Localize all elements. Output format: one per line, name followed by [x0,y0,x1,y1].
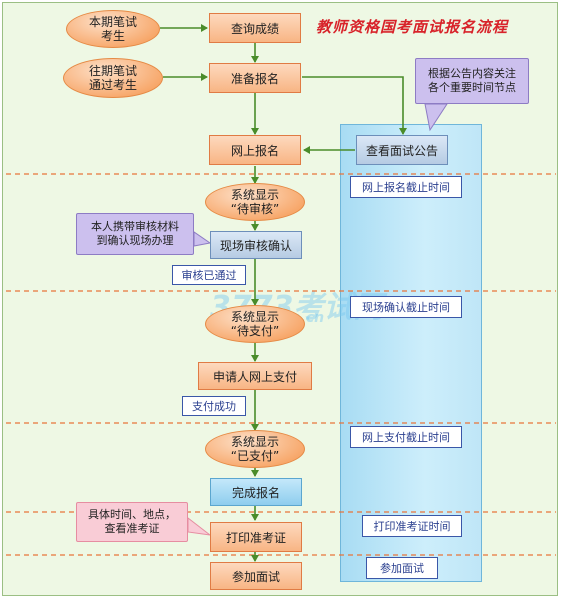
box-online-registration: 网上报名 [209,135,301,165]
box-print-ticket: 打印准考证 [210,522,302,552]
deadline-onsite-confirmation: 现场确认截止时间 [350,296,462,318]
box-applicant-pay: 申请人网上支付 [198,362,312,390]
oval-current-candidates: 本期笔试 考生 [66,10,160,48]
callout-onsite-note: 本人携带审核材料 到确认现场办理 [76,213,194,255]
callout-tails [187,103,448,536]
announcement-callout-tail [424,103,448,132]
deadline-print-ticket: 打印准考证时间 [362,515,462,537]
deadline-column [340,124,482,582]
tag-payment-success: 支付成功 [182,396,246,416]
callout-announcement-note: 根据公告内容关注 各个重要时间节点 [415,58,529,104]
page-title: 教师资格国考面试报名流程 [316,18,509,36]
deadline-online-registration: 网上报名截止时间 [350,176,462,198]
deadline-attend-interview: 参加面试 [366,557,438,579]
oval-status-pending-payment: 系统显示 “待支付” [205,305,305,343]
ticket-callout-tail [187,516,212,536]
oval-status-pending-review: 系统显示 “待审核” [205,183,305,221]
box-onsite-review: 现场审核确认 [210,231,302,259]
box-query-scores: 查询成绩 [209,13,301,43]
box-prepare-registration: 准备报名 [209,63,301,93]
box-complete-registration: 完成报名 [210,478,302,506]
tag-review-passed: 审核已通过 [172,265,246,285]
onsite-callout-tail [193,231,212,247]
connector-arrow [302,76,407,135]
box-attend-interview: 参加面试 [210,562,302,590]
oval-past-candidates: 往期笔试 通过考生 [63,58,163,98]
callout-ticket-note: 具体时间、地点， 查看准考证 [76,502,188,542]
deadline-online-payment: 网上支付截止时间 [350,426,462,448]
oval-status-paid: 系统显示 “已支付” [205,430,305,468]
box-view-announcement: 查看面试公告 [356,135,448,165]
flow-connectors [160,24,407,562]
